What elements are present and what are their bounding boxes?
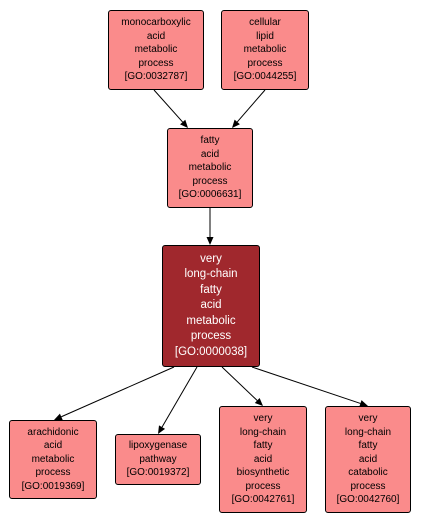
node-label-line: [GO:0044255] — [233, 71, 297, 83]
node-label-line: process — [247, 57, 283, 69]
edge-GO:0000038-to-GO:0042760 — [251, 366, 361, 404]
node-label-line: [GO:0019369] — [21, 480, 85, 492]
edge-GO:0000038-to-GO:0042761 — [221, 366, 258, 401]
node-label-line: catabolic — [348, 467, 388, 479]
node-label-line: process — [192, 175, 228, 187]
node-label-line: [GO:0042761] — [231, 494, 295, 506]
node-label-line: process — [245, 480, 281, 492]
node-label-line: arachidonic — [27, 426, 79, 438]
edge-GO:0044255-to-GO:0006631 — [236, 89, 266, 123]
node-label-line: fatty — [358, 440, 378, 452]
node-label-line: long-chain — [239, 426, 287, 438]
node-label-line: metabolic — [243, 44, 287, 56]
edge-GO:0000038-to-GO:0019372 — [161, 366, 198, 428]
node-label-line: long-chain — [184, 268, 238, 281]
node-label-line: fatty — [200, 135, 220, 147]
go-node-go-0000038[interactable]: very long-chain fatty acid metabolic process [… — [162, 245, 260, 367]
node-label-line: cellular — [249, 17, 281, 29]
node-label-line: monocarboxylic — [121, 17, 191, 29]
node-label-line: acid — [146, 30, 166, 42]
node-label-line: [GO:0000038] — [174, 345, 248, 358]
arrowhead — [54, 413, 63, 420]
node-label-line: very — [358, 413, 378, 425]
node-label-line: lipid — [256, 30, 274, 42]
arrowhead — [359, 400, 368, 407]
arrowhead — [232, 119, 240, 128]
edge-GO:0032787-to-GO:0006631 — [153, 89, 184, 123]
node-label-line: metabolic — [188, 162, 232, 174]
node-label-line: fatty — [253, 440, 273, 452]
node-label-line: [GO:0032787] — [124, 71, 188, 83]
node-label-line: metabolic — [134, 44, 178, 56]
node-label-line: metabolic — [31, 453, 75, 465]
node-label-line: [GO:0042760] — [336, 494, 400, 506]
node-label-line: acid — [253, 453, 273, 465]
arrowhead — [180, 119, 188, 128]
node-label-line: pathway — [139, 453, 177, 465]
node-label-line: very — [253, 413, 273, 425]
node-label-line: process — [138, 57, 174, 69]
node-label-line: very — [200, 252, 222, 265]
node-label-line: acid — [200, 148, 220, 160]
node-label-line: metabolic — [186, 314, 236, 327]
node-label-line: [GO:0006631] — [178, 189, 242, 201]
node-label-line: acid — [200, 299, 222, 312]
node-label-line: acid — [43, 440, 63, 452]
node-label-line: long-chain — [344, 426, 392, 438]
node-label-line: process — [35, 467, 71, 479]
arrowhead — [158, 425, 166, 434]
arrowhead — [254, 397, 263, 406]
node-label-line: lipoxygenase — [128, 440, 188, 452]
arrowhead — [206, 237, 214, 245]
node-label-line: [GO:0019372] — [126, 467, 190, 479]
edge-GO:0000038-to-GO:0019369 — [61, 366, 175, 418]
node-label-line: process — [190, 330, 232, 343]
node-label-line: acid — [358, 453, 378, 465]
node-label-line: process — [350, 480, 386, 492]
node-label-line: biosynthetic — [236, 467, 290, 479]
node-label-line: fatty — [200, 283, 222, 296]
